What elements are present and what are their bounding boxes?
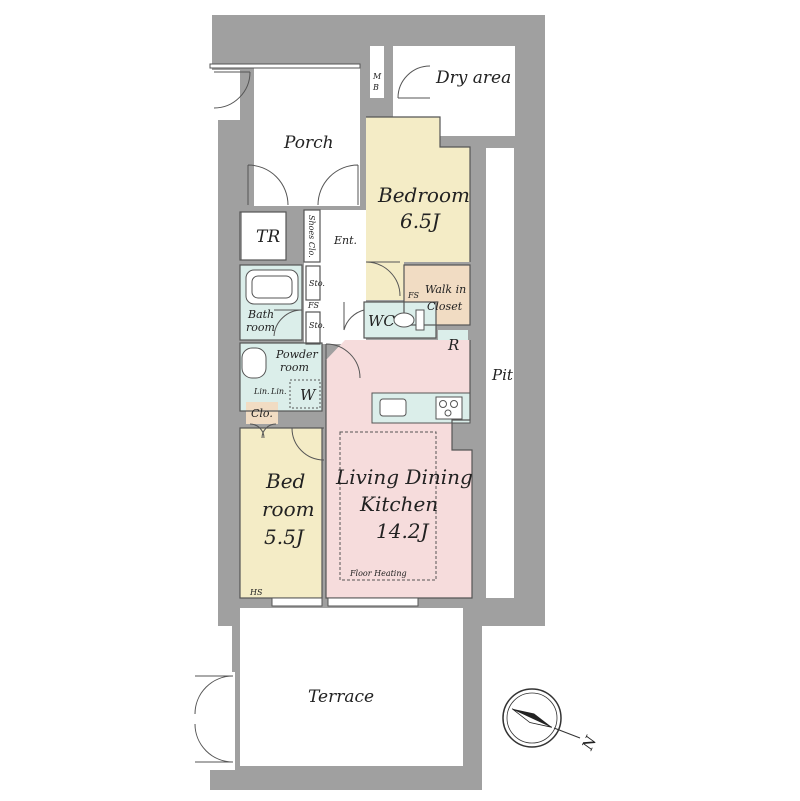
mb-shaft: [370, 46, 384, 98]
compass-north-pointer: [553, 727, 581, 739]
ldk-size: 14.2J: [376, 519, 430, 543]
walk-in-closet-label-1: Walk in: [425, 283, 466, 296]
entrance-hall: [304, 210, 366, 344]
shoes-clo-label: Shoes Clo.: [307, 215, 316, 258]
closet-doors: [249, 423, 277, 439]
powder-room-label-2: room: [280, 361, 309, 374]
terrace-area: [240, 608, 463, 766]
compass-outer-ring: [502, 688, 562, 748]
window-porch: [209, 63, 361, 69]
walk-in-closet-label-2: Closet: [427, 300, 463, 313]
bathtub-inner: [251, 275, 293, 299]
room-labels: Dry area M B Porch TR Shoes Clo. Ent. Be…: [246, 68, 514, 707]
bathroom-label-1: Bath: [247, 308, 274, 321]
bedroom-2-label-2: room: [262, 497, 315, 521]
fs-label-lower: FS: [307, 301, 320, 310]
powder-room-label-1: Powder: [275, 348, 319, 361]
ldk-label-2: Kitchen: [359, 492, 438, 516]
compass-inner-ring: [506, 692, 558, 744]
porch-area: [254, 66, 360, 206]
bedroom-2-size: 5.5J: [264, 525, 305, 549]
toilet-tank: [415, 309, 425, 331]
pit-label: Pit: [491, 366, 514, 384]
tr-label: TR: [256, 227, 280, 247]
burner-1: [439, 400, 447, 408]
bedroom2-door: [291, 427, 325, 461]
floor-heating-label: Floor Heating: [349, 569, 407, 578]
ent-label: Ent.: [333, 234, 357, 247]
refrigerator-label: R: [447, 336, 459, 354]
terrace-label: Terrace: [308, 687, 374, 707]
entry-door-left: [247, 164, 289, 206]
floor-heating-zone: [339, 431, 437, 581]
bedroom-1-floor: [366, 117, 470, 300]
fixtures: [241, 269, 437, 581]
pit-area: [486, 148, 514, 598]
wc-door: [343, 302, 365, 331]
ent-door: [365, 261, 401, 297]
bedroom-1-name: Bedroom: [377, 183, 470, 207]
storage-label-lower: Sto.: [309, 321, 325, 330]
mb-label-bottom: B: [372, 83, 379, 92]
washer-space: [289, 379, 321, 409]
washbasin: [241, 347, 267, 379]
closet-floor: [246, 402, 278, 424]
sink: [379, 398, 407, 417]
ldk-label-1: Living Dining: [335, 465, 473, 489]
wc-label: WC: [368, 312, 395, 330]
bathroom-label-2: room: [246, 321, 275, 334]
windows: [209, 63, 419, 607]
closet-label: Clo.: [251, 407, 273, 420]
bath-door: [273, 309, 303, 337]
burner-3: [444, 409, 452, 417]
stove: [435, 396, 463, 420]
window-ldk: [327, 597, 419, 607]
porch-gate: [213, 71, 251, 109]
linen-label-right: Lin.: [270, 387, 287, 396]
dry-area-label: Dry area: [435, 68, 511, 88]
mb-label-top: M: [372, 72, 382, 81]
terrace-door-left: [194, 675, 234, 715]
burner-2: [450, 400, 458, 408]
entry-door-right: [317, 164, 359, 206]
washer-label: W: [300, 386, 317, 404]
porch-label: Porch: [283, 133, 334, 153]
terrace-door-right: [194, 723, 234, 763]
hall-door: [325, 343, 361, 379]
compass: N: [502, 688, 601, 754]
toilet-bowl: [393, 312, 415, 328]
dry-area-door: [397, 65, 431, 99]
compass-north-label: N: [578, 733, 601, 754]
interior-areas: [240, 46, 515, 766]
tr-area: [242, 212, 286, 260]
bedroom-2-label-1: Bed: [265, 469, 305, 493]
compass-needle-light: [511, 708, 553, 728]
fs-label-upper: FS: [407, 291, 420, 300]
compass-needle-dark: [512, 708, 552, 728]
storage-label-upper: Sto.: [309, 279, 325, 288]
window-bedroom2: [271, 597, 323, 607]
linen-label-left: Lin.: [253, 387, 270, 396]
doors: [194, 65, 431, 763]
hs-label: HS: [249, 588, 263, 597]
bedroom-1-size: 6.5J: [400, 209, 441, 233]
